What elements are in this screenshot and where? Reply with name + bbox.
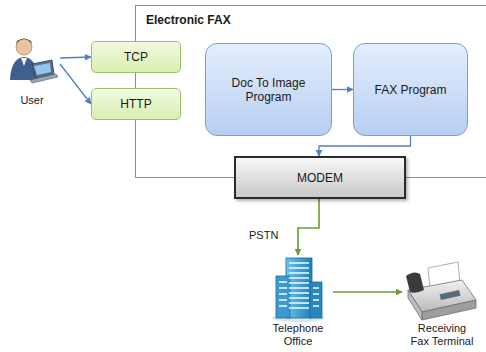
process-box: FAX Program: [353, 43, 468, 136]
fax-machine-icon: [406, 262, 476, 320]
node-label: FAX Program: [374, 83, 446, 97]
user-icon: [10, 39, 58, 84]
connector-arrow: [333, 291, 402, 293]
edge-label: PSTN: [247, 229, 280, 241]
building-icon: [272, 258, 324, 322]
node-label: MODEM: [297, 171, 343, 185]
telephone-office: Telephone Office: [253, 255, 343, 349]
user-figure: User: [4, 34, 60, 110]
node-label: TCP: [124, 50, 148, 64]
connector-arrow: [298, 199, 319, 255]
node-label: Receiving Fax Terminal: [409, 322, 475, 348]
connector-arrow: [319, 136, 411, 156]
protocol-box: TCP: [91, 41, 181, 73]
fax-terminal: Receiving Fax Terminal: [402, 258, 482, 349]
modem-box: MODEM: [234, 156, 406, 199]
node-label: Doc To Image Program: [212, 76, 325, 104]
connector-arrow: [60, 64, 91, 104]
connector-arrow: [332, 89, 353, 90]
protocol-box: HTTP: [91, 88, 181, 120]
system-boundary: Electronic FAXTCPHTTPDoc To Image Progra…: [135, 5, 486, 178]
region-title: Electronic FAX: [146, 13, 231, 27]
node-label: Telephone Office: [263, 322, 333, 348]
node-label: HTTP: [120, 97, 151, 111]
process-box: Doc To Image Program: [205, 43, 332, 136]
connector-arrow: [60, 57, 91, 58]
node-label: User: [7, 94, 57, 107]
